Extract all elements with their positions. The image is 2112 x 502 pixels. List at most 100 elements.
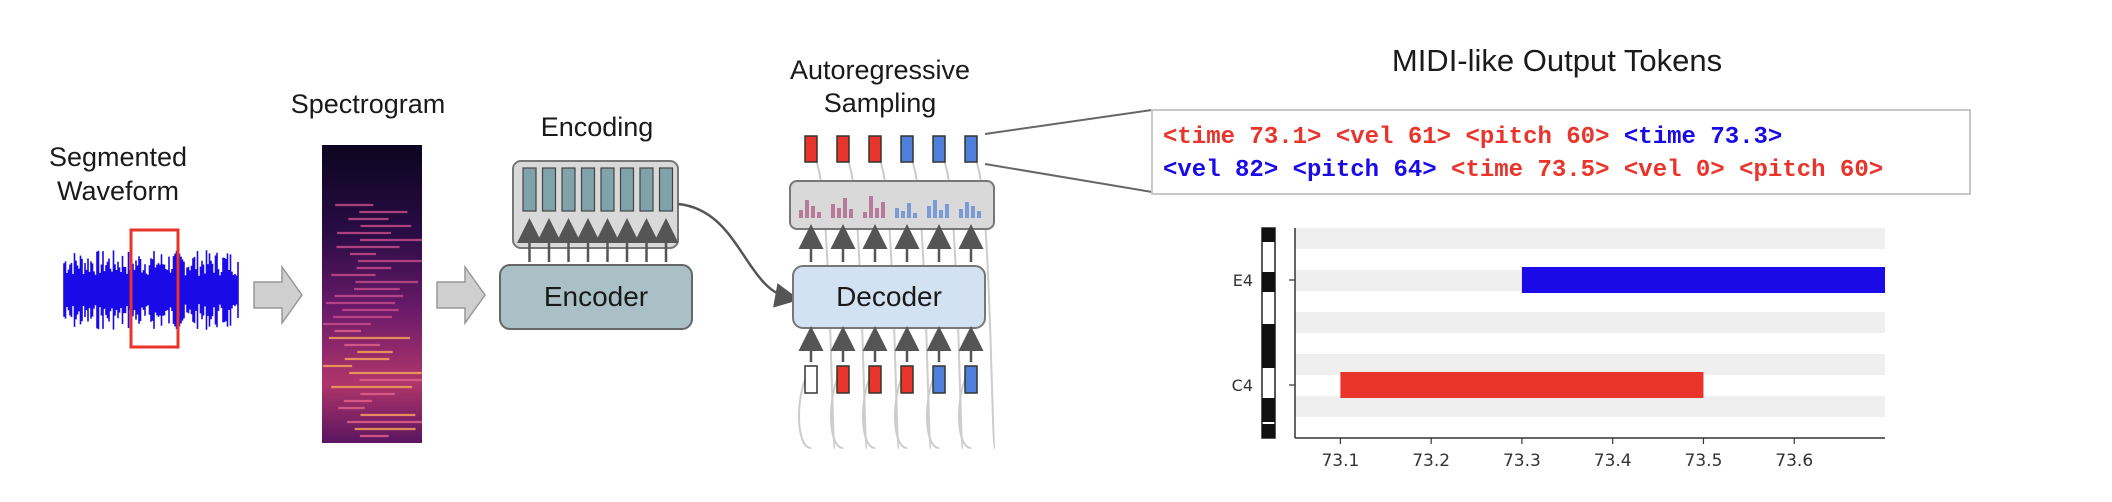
distribution-bar xyxy=(843,198,847,218)
output-token-text: <time 73.1> xyxy=(1163,124,1321,151)
distribution-bar xyxy=(895,208,899,218)
encoding-vector xyxy=(522,167,537,212)
waveform-section: Segmented Waveform xyxy=(49,142,239,349)
distribution-bar xyxy=(817,212,821,218)
black-key xyxy=(1262,398,1275,422)
output-token xyxy=(804,135,818,163)
decoder-input-tokens xyxy=(804,365,978,394)
waveform-label-line1: Segmented xyxy=(49,142,187,172)
output-token-text: <pitch 60> xyxy=(1725,157,1883,184)
x-tick-label: 73.2 xyxy=(1412,451,1450,471)
waveform-signal xyxy=(63,250,239,330)
black-key xyxy=(1262,324,1275,348)
y-tick-label: C4 xyxy=(1232,376,1253,395)
encoding-vector xyxy=(580,167,596,212)
distribution-bar xyxy=(959,209,963,218)
zoom-line-top xyxy=(984,109,1153,135)
distribution-bar xyxy=(977,211,981,218)
distribution-bar xyxy=(869,196,873,218)
encoder-up-arrows xyxy=(517,218,679,262)
note-bar-E4 xyxy=(1521,267,1885,293)
sampling-label-line1: Autoregressive xyxy=(790,55,970,85)
input-token xyxy=(900,365,914,394)
distribution-bar xyxy=(945,204,949,218)
encoding-vector xyxy=(619,167,635,212)
encoding-vector xyxy=(561,167,576,212)
output-token xyxy=(964,135,978,163)
black-key xyxy=(1262,424,1275,438)
output-distribution-bars xyxy=(799,196,981,218)
encoder-to-decoder-arrow xyxy=(677,202,800,308)
output-token xyxy=(836,135,850,163)
roll-row xyxy=(1295,312,1885,333)
output-distribution-box xyxy=(789,180,995,230)
output-title: MIDI-like Output Tokens xyxy=(1392,43,1722,78)
encoding-vectors xyxy=(522,167,674,212)
spectrogram-image xyxy=(322,145,422,443)
segment-highlight-box xyxy=(129,228,180,349)
roll-row xyxy=(1295,396,1885,417)
distribution-bar xyxy=(933,200,937,218)
input-token xyxy=(868,365,882,394)
input-token xyxy=(836,365,850,394)
waveform-label-line2: Waveform xyxy=(57,176,179,206)
encoding-vector xyxy=(639,167,654,212)
encoding-vector xyxy=(600,167,615,212)
output-token-text: <vel 61> xyxy=(1321,124,1451,151)
note-bar-C4 xyxy=(1340,372,1704,398)
distribution-bar xyxy=(837,208,841,218)
distribution-bar xyxy=(811,206,815,218)
distribution-bar xyxy=(913,213,917,218)
sampling-label-line2: Sampling xyxy=(824,88,937,118)
y-tick-label: E4 xyxy=(1233,271,1253,290)
zoom-line-bottom xyxy=(984,163,1153,193)
output-token xyxy=(900,135,914,163)
output-token-text: <vel 0> xyxy=(1609,157,1724,184)
encoder-section: Encoding Encoder xyxy=(499,112,693,330)
x-tick-label: 73.6 xyxy=(1775,451,1813,471)
distribution-bar xyxy=(863,212,867,218)
distribution-bar xyxy=(965,202,969,218)
decoder-output-tokens xyxy=(804,135,978,163)
output-token xyxy=(932,135,946,163)
token-line-1: <time 73.1> <vel 61> <pitch 60> <time 73… xyxy=(1163,124,1782,151)
black-key xyxy=(1262,228,1275,242)
distribution-bar xyxy=(805,200,809,218)
roll-row xyxy=(1295,228,1885,249)
encoding-label: Encoding xyxy=(541,112,654,142)
output-tokens-section: MIDI-like Output Tokens <time 73.1> <vel… xyxy=(984,43,1971,195)
decoder-label: Decoder xyxy=(836,281,942,312)
distribution-bar xyxy=(907,203,911,218)
distribution-bar xyxy=(799,210,803,218)
distribution-bar xyxy=(939,210,943,218)
x-tick-label: 73.3 xyxy=(1503,451,1541,471)
block-arrow-2 xyxy=(436,264,486,326)
encoding-vector xyxy=(541,167,557,212)
roll-row xyxy=(1295,333,1885,354)
output-token-text: <time 73.5> xyxy=(1437,157,1610,184)
decoder-up-arrows xyxy=(798,224,984,262)
output-token-text: <pitch 60> xyxy=(1451,124,1609,151)
roll-row xyxy=(1295,291,1885,312)
distribution-bar xyxy=(971,206,975,218)
token-line-2: <vel 82> <pitch 64> <time 73.5> <vel 0> … xyxy=(1163,157,1883,184)
decoder-input-arrows xyxy=(798,326,984,362)
decoder-section: Autoregressive Sampling Decoder xyxy=(789,55,996,449)
output-token xyxy=(868,135,882,163)
x-tick-label: 73.5 xyxy=(1685,451,1723,471)
black-key xyxy=(1262,272,1275,292)
token-box xyxy=(1151,109,1971,195)
waveform-trace xyxy=(63,250,239,330)
distribution-bar xyxy=(875,208,879,218)
spectrogram-label: Spectrogram xyxy=(291,89,446,119)
distribution-bar xyxy=(881,202,885,218)
input-token xyxy=(804,365,818,394)
block-arrow-1 xyxy=(253,264,303,326)
roll-row xyxy=(1295,417,1885,438)
spectrogram-harmonics xyxy=(322,203,422,438)
distribution-bar xyxy=(849,209,853,218)
encoding-vector xyxy=(658,167,674,212)
encoder-block xyxy=(499,264,693,330)
